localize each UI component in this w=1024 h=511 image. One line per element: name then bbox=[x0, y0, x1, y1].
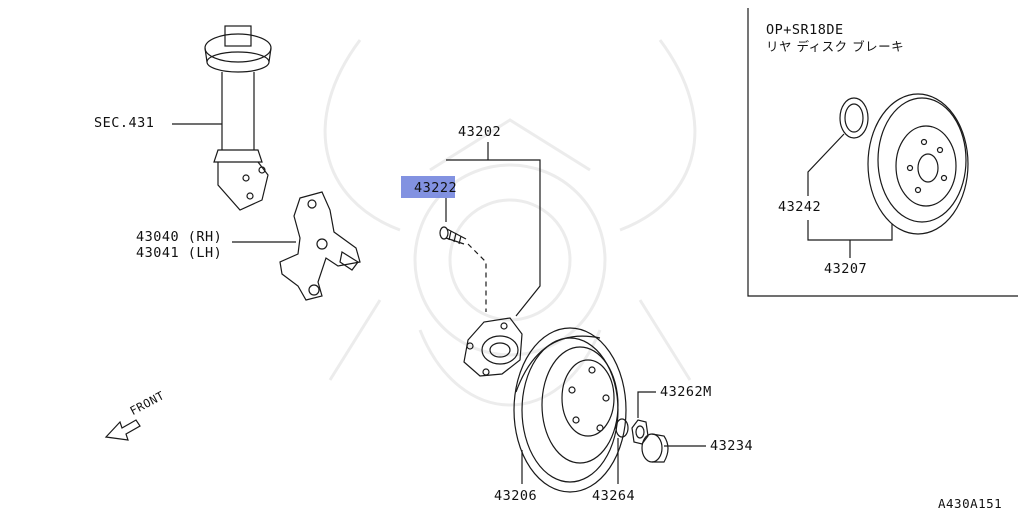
part-label-43207[interactable]: 43207 bbox=[824, 261, 868, 277]
part-label-43202[interactable]: 43202 bbox=[458, 124, 502, 140]
part-label-43206[interactable]: 43206 bbox=[494, 488, 538, 504]
part-label-43242[interactable]: 43242 bbox=[778, 199, 822, 215]
figure-code: A430A151 bbox=[938, 496, 1003, 511]
hub-flange-icon bbox=[463, 317, 523, 377]
highlight-43222 bbox=[401, 176, 455, 198]
strut-assembly-icon bbox=[204, 25, 272, 211]
front-arrow-icon bbox=[104, 419, 141, 441]
hub-bolt-icon bbox=[439, 226, 467, 245]
watermark-emblem bbox=[323, 39, 697, 407]
part-label-43222[interactable]: 43222 bbox=[414, 180, 458, 196]
brake-drum-icon bbox=[513, 327, 627, 493]
part-label-sec-431[interactable]: SEC.431 bbox=[94, 115, 155, 131]
part-label-43234[interactable]: 43234 bbox=[710, 438, 754, 454]
inset-title-line2: リヤ ディスク ブレーキ bbox=[766, 39, 905, 54]
part-label-43040-rh[interactable]: 43040 (RH) bbox=[136, 229, 223, 245]
grease-cap-icon bbox=[641, 433, 669, 463]
leader-lines bbox=[172, 123, 706, 484]
part-label-43041-lh[interactable]: 43041 (LH) bbox=[136, 245, 223, 261]
inset-title-line1: OP+SR18DE bbox=[766, 22, 844, 38]
inset-frame bbox=[747, 8, 1018, 297]
oil-seal-icon bbox=[839, 97, 869, 139]
part-label-43264[interactable]: 43264 bbox=[592, 488, 636, 504]
nut-icon bbox=[631, 419, 649, 445]
inset-leader-lines bbox=[807, 133, 893, 258]
washer-icon bbox=[615, 418, 629, 438]
part-label-43262m[interactable]: 43262M bbox=[660, 384, 712, 400]
knuckle-icon bbox=[279, 191, 361, 301]
brake-rotor-icon bbox=[867, 93, 969, 235]
